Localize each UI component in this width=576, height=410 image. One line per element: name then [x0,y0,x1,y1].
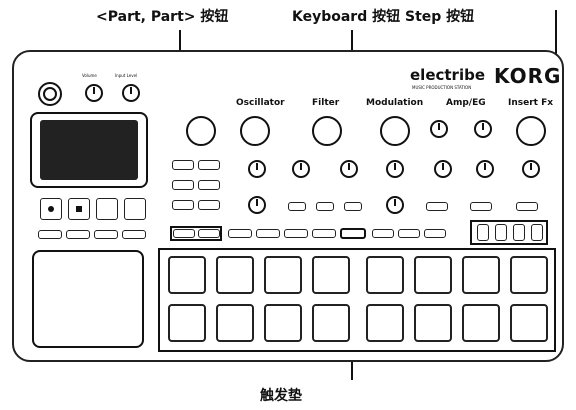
knob-edit[interactable] [522,160,540,178]
small-button-1[interactable] [172,160,194,170]
record-icon [48,206,54,212]
play-pause-button[interactable] [96,198,118,220]
trigger-pad-13[interactable] [366,304,404,342]
knob-oscillator[interactable] [240,116,270,146]
pattern-set-button[interactable] [424,229,446,238]
knob-attack[interactable] [434,160,452,178]
section-insert-fx: Insert Fx [508,98,554,108]
small-button-2[interactable] [198,160,220,170]
func-button-1[interactable] [38,230,62,239]
trigger-pad-5[interactable] [366,256,404,294]
part-mute-button[interactable] [228,229,252,238]
step-buttons-highlight [470,220,548,245]
func-button-4[interactable] [122,230,146,239]
step-button-3[interactable] [513,224,525,241]
trigger-pad-11[interactable] [264,304,302,342]
chord-button[interactable] [372,229,394,238]
section-amp-eg: Amp/EG [446,98,486,108]
trigger-pad-4[interactable] [312,256,350,294]
small-button-3[interactable] [172,180,194,190]
section-filter: Filter [312,98,340,108]
knob-depth[interactable] [386,160,404,178]
sequencer-button[interactable] [312,229,336,238]
keyboard-button[interactable] [340,228,366,239]
trigger-pad-9[interactable] [168,304,206,342]
step-button-4[interactable] [531,224,543,241]
func-button-2[interactable] [66,230,90,239]
stop-icon [76,206,82,212]
amp-eg-button[interactable] [470,202,492,211]
section-modulation: Modulation [366,98,424,108]
trigger-pads-highlight [158,248,556,352]
knob-large-1[interactable] [186,116,216,146]
trigger-button[interactable] [284,229,308,238]
knob-speed[interactable] [386,196,404,214]
step-button-2[interactable] [495,224,507,241]
knob-pitch-glide[interactable] [248,160,266,178]
touch-xy-pad[interactable] [32,250,144,348]
trigger-pad-1[interactable] [168,256,206,294]
knob-filter[interactable] [312,116,342,146]
knob-level[interactable] [430,120,448,138]
filter-lpf-button[interactable] [288,202,306,211]
small-button-6[interactable] [198,200,220,210]
volume-label: Volume [82,73,97,78]
brand-logo: KORG [494,64,562,88]
trigger-pad-16[interactable] [510,304,548,342]
trigger-pad-15[interactable] [462,304,500,342]
knob-decay-release[interactable] [476,160,494,178]
mfx-send-button[interactable] [426,202,448,211]
trigger-pad-10[interactable] [216,304,254,342]
knob-insert-fx[interactable] [516,116,546,146]
trigger-pad-7[interactable] [462,256,500,294]
knob-pan[interactable] [474,120,492,138]
ifx-on-button[interactable] [516,202,538,211]
trigger-pad-2[interactable] [216,256,254,294]
power-icon [43,87,57,101]
knob-resonance[interactable] [292,160,310,178]
knob-eg-int[interactable] [340,160,358,178]
part-erase-button[interactable] [256,229,280,238]
trigger-pad-8[interactable] [510,256,548,294]
callout-part-buttons: <Part, Part> 按钮 [96,9,229,25]
product-subtitle: MUSIC PRODUCTION STATION [412,85,472,90]
callout-keyboard-step: Keyboard 按钮 Step 按钮 [292,9,475,25]
volume-knob[interactable] [85,84,103,102]
small-button-4[interactable] [198,180,220,190]
trigger-pad-3[interactable] [264,256,302,294]
section-oscillator: Oscillator [236,98,285,108]
display-frame [30,112,148,188]
knob-edit-2[interactable] [248,196,266,214]
part-prev-button[interactable] [173,229,195,238]
input-level-label: Input Level [115,73,138,78]
tap-button[interactable] [124,198,146,220]
part-next-button[interactable] [198,229,220,238]
knob-modulation[interactable] [380,116,410,146]
product-name: electribe [410,66,485,84]
step-button-1[interactable] [477,224,489,241]
part-buttons-highlight [170,226,222,241]
filter-hpf-button[interactable] [316,202,334,211]
trigger-pad-14[interactable] [414,304,452,342]
small-button-5[interactable] [172,200,194,210]
step-jump-button[interactable] [398,229,420,238]
display-screen [40,120,138,180]
input-level-knob[interactable] [122,84,140,102]
callout-touch-pad: 触发垫 [260,388,302,404]
func-button-3[interactable] [94,230,118,239]
trigger-pad-6[interactable] [414,256,452,294]
trigger-pad-12[interactable] [312,304,350,342]
filter-bpf-button[interactable] [344,202,362,211]
